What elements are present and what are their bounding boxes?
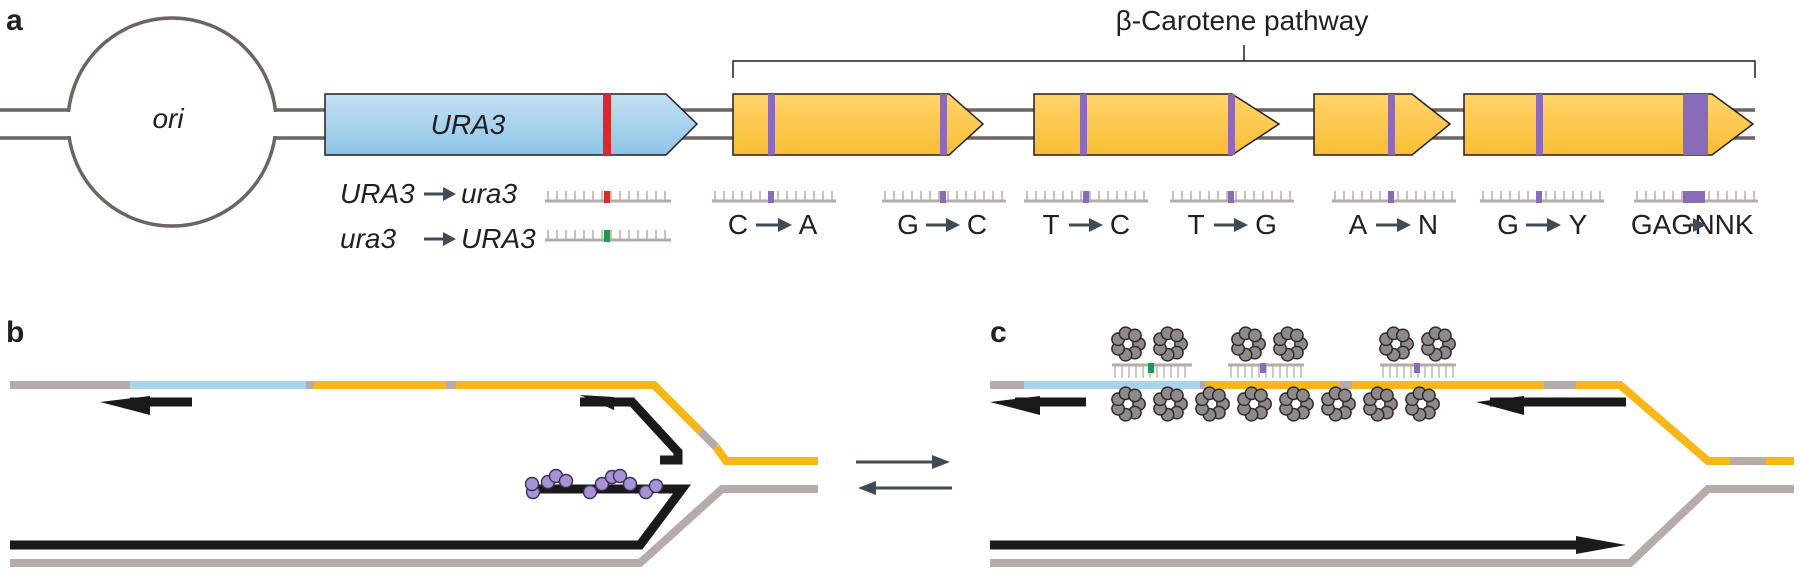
mutation-6: G Y [1497, 209, 1588, 240]
panel-a-letter: a [6, 4, 23, 37]
svg-text:A: A [799, 209, 818, 240]
svg-text:Y: Y [1569, 209, 1588, 240]
panel-b-replication-fork [10, 381, 818, 567]
protein-ring [1321, 386, 1356, 422]
ura3-row-2: ura3 URA3 [340, 223, 536, 254]
panel-c-replication [990, 326, 1794, 567]
mutation-labels: C A G C T C T G A N G Y GAG NNK [728, 209, 1754, 240]
mutation-ladder-5 [1332, 191, 1456, 203]
mutation-3: T C [1042, 209, 1130, 240]
protein-ring [1231, 326, 1266, 362]
mutation-7: GAG NNK [1631, 209, 1754, 240]
svg-text:GAG: GAG [1631, 209, 1693, 240]
polymerase-beads [524, 468, 664, 500]
polymerase-bead [558, 473, 574, 489]
ura3-gene: URA3 [324, 93, 699, 156]
oligo-ura3 [1112, 363, 1192, 378]
polymerase-bead [582, 484, 598, 500]
mutation-ladder-2 [882, 191, 1006, 203]
oligo-pathway-1 [1228, 363, 1304, 378]
protein-ring [1153, 326, 1188, 362]
ura3-gene-label: URA3 [431, 109, 506, 140]
pathway-genes [732, 93, 1755, 156]
ori-label: ori [152, 103, 184, 134]
polymerase-bead [622, 476, 638, 492]
polymerase-bead [612, 468, 628, 484]
svg-text:C: C [967, 209, 987, 240]
pathway-gene-3 [1313, 93, 1452, 156]
oligo-ladders [545, 191, 1758, 242]
protein-ring [1363, 386, 1398, 422]
pathway-gene-2 [1033, 93, 1281, 156]
mutation-ladder-4 [1170, 191, 1294, 203]
protein-ring [1379, 326, 1414, 362]
protein-rings [1111, 326, 1456, 422]
pathway-gene-1 [732, 93, 985, 156]
ura3-mutation-site [603, 94, 611, 155]
mutation-2: G C [897, 209, 987, 240]
mutation-ladder-7 [1634, 191, 1758, 203]
svg-text:G: G [897, 209, 919, 240]
ura3-row-2-ladder [545, 230, 671, 242]
mutation-ladder-3 [1024, 191, 1148, 203]
polymerase-bead [594, 476, 610, 492]
protein-ring [1273, 326, 1308, 362]
mutation-5: A N [1349, 209, 1438, 240]
protein-ring [1405, 386, 1440, 422]
protein-ring [1153, 386, 1188, 422]
ura3-row-1: URA3 ura3 [340, 178, 517, 209]
protein-ring [1421, 326, 1456, 362]
svg-text:C: C [1110, 209, 1130, 240]
pathway-bracket [732, 45, 1756, 78]
protein-ring [1111, 326, 1146, 362]
mutation-1: C A [728, 209, 818, 240]
mutation-ladder-1 [712, 191, 836, 203]
ura3-row-1-ladder [545, 191, 671, 203]
protein-ring [1237, 386, 1272, 422]
panel-b-letter: b [6, 316, 24, 349]
pathway-label: β-Carotene pathway [1116, 5, 1369, 36]
svg-text:G: G [1497, 209, 1519, 240]
protein-ring [1279, 386, 1314, 422]
protein-ring [1195, 386, 1230, 422]
svg-text:T: T [1042, 209, 1059, 240]
polymerase-bead [648, 478, 664, 494]
mutation-ladder-6 [1480, 191, 1604, 203]
ura3-row-1-from: URA3 [340, 178, 415, 209]
equilibrium-arrows [856, 455, 952, 495]
pathway-gene-4 [1463, 93, 1755, 156]
ura3-row-1-to: ura3 [461, 178, 517, 209]
svg-text:A: A [1349, 209, 1368, 240]
svg-text:G: G [1255, 209, 1277, 240]
ura3-row-arrows [424, 187, 456, 246]
annealed-oligos [1112, 363, 1456, 378]
ura3-row-2-to: URA3 [461, 223, 536, 254]
mutation-4: T G [1187, 209, 1276, 240]
panel-c-letter: c [990, 316, 1007, 349]
mutation-arrows [756, 218, 1706, 232]
protein-ring [1111, 386, 1146, 422]
polymerase-bead [524, 476, 540, 492]
ura3-row-2-from: ura3 [340, 223, 396, 254]
svg-text:C: C [728, 209, 748, 240]
svg-text:T: T [1187, 209, 1204, 240]
svg-text:N: N [1418, 209, 1438, 240]
oligo-pathway-2 [1380, 363, 1456, 378]
